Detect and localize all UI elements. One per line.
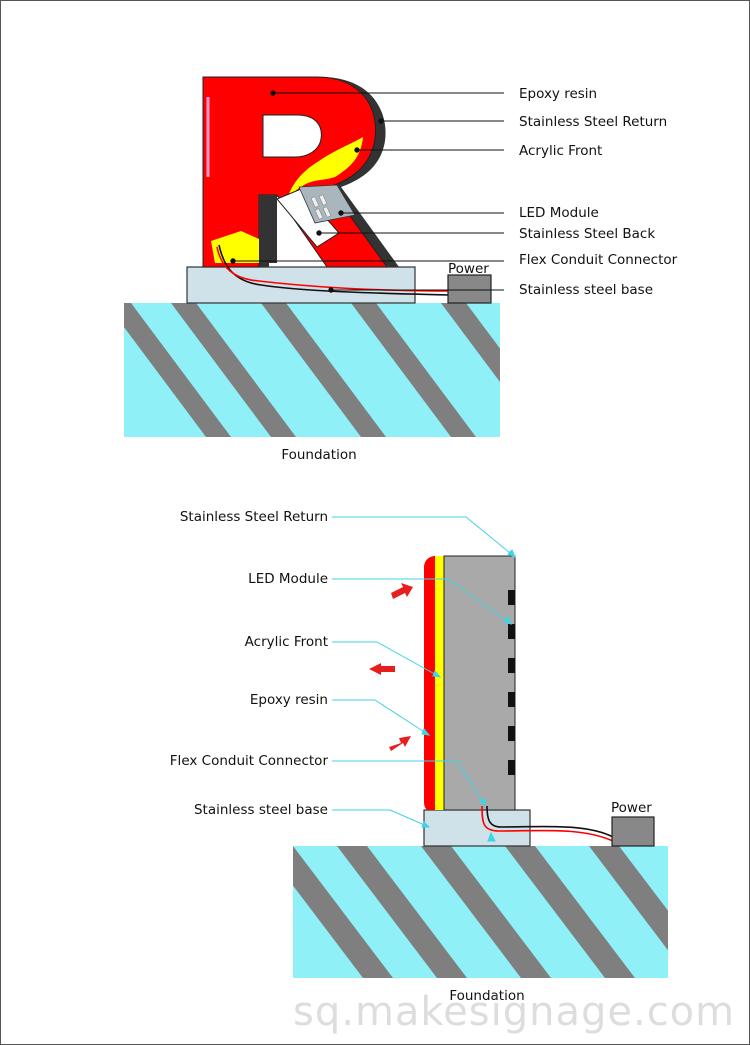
label-stainless-back-top: Stainless Steel Back [519, 226, 656, 242]
label-power-bottom: Power [611, 800, 652, 816]
label-led-module-bottom: LED Module [248, 571, 328, 587]
label-epoxy-resin-bottom: Epoxy resin [249, 692, 328, 708]
label-acrylic-front-top: Acrylic Front [519, 143, 603, 159]
watermark: sq.makesignage.com [293, 989, 736, 1035]
bottom-power-box [611, 816, 655, 847]
label-foundation-bottom: Foundation [449, 988, 525, 1004]
label-power-top: Power [448, 261, 489, 277]
bottom-leader-lines [332, 516, 516, 842]
label-epoxy-resin-top: Epoxy resin [519, 86, 598, 102]
label-stainless-base-top: Stainless steel base [519, 282, 654, 298]
label-stainless-return-top: Stainless Steel Return [519, 114, 668, 130]
label-led-module-top: LED Module [519, 205, 599, 221]
label-stainless-base-bottom: Stainless steel base [193, 802, 328, 818]
label-acrylic-front-bottom: Acrylic Front [244, 634, 328, 650]
bottom-cross-section [424, 555, 516, 811]
label-foundation-top: Foundation [281, 447, 357, 463]
label-stainless-return-bottom: Stainless Steel Return [179, 509, 328, 525]
top-leader-lines [230, 90, 504, 293]
label-flex-conduit-top: Flex Conduit Connector [519, 252, 678, 268]
top-foundation [124, 303, 500, 437]
bottom-foundation [293, 846, 668, 978]
label-flex-conduit-bottom: Flex Conduit Connector [169, 753, 328, 769]
light-arrows [369, 583, 413, 751]
letter-r [202, 76, 399, 268]
bottom-stainless-base [423, 809, 531, 847]
top-power-box [447, 274, 492, 304]
bottom-wires [481, 805, 614, 842]
